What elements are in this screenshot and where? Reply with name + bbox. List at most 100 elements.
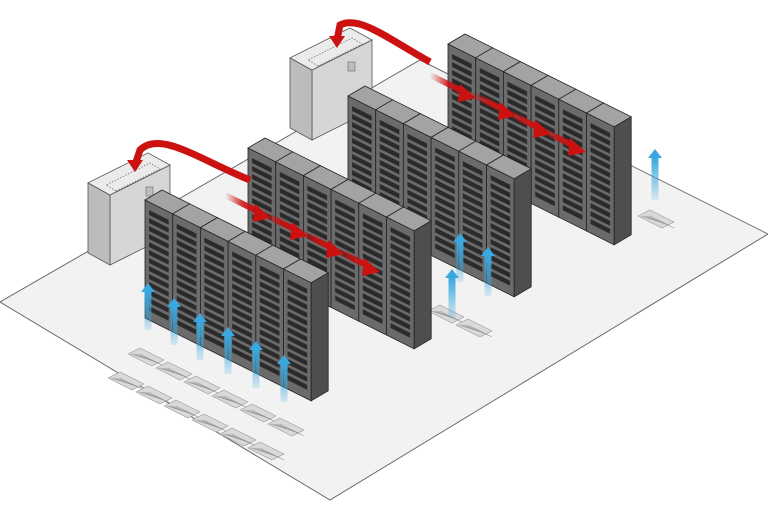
server-slot xyxy=(390,314,411,331)
server-slot xyxy=(362,284,383,301)
server-rows xyxy=(144,33,633,402)
server-slot xyxy=(204,253,225,269)
server-slot xyxy=(407,173,428,189)
cold-air-arrows xyxy=(141,149,662,402)
server-slot xyxy=(279,235,300,251)
server-slot xyxy=(251,197,272,214)
server-slot xyxy=(479,131,500,147)
server-slot xyxy=(204,301,225,317)
server-slot xyxy=(590,202,611,219)
vent-slot xyxy=(231,433,257,447)
server-slot xyxy=(379,159,400,175)
server-slot xyxy=(434,187,455,203)
server-slot xyxy=(287,310,308,327)
server-slot xyxy=(148,217,169,234)
server-slot xyxy=(407,141,428,157)
server-slot xyxy=(479,107,500,123)
server-slot xyxy=(590,162,611,179)
cold-air-arrow xyxy=(193,313,207,360)
server-rack xyxy=(144,189,191,333)
server-slot xyxy=(434,195,455,211)
server-slot xyxy=(490,238,511,255)
server-slot xyxy=(176,263,197,279)
server-slot xyxy=(259,304,280,321)
cold-air-shaft xyxy=(448,278,456,318)
server-slot xyxy=(176,255,197,271)
server-slot xyxy=(259,336,280,353)
vent-tile xyxy=(135,385,173,405)
hot-air-shaft xyxy=(223,192,261,215)
server-slot xyxy=(434,227,455,243)
server-slot xyxy=(562,156,583,173)
server-slot xyxy=(334,295,355,311)
server-slot xyxy=(490,182,511,199)
vent-tile xyxy=(247,441,285,461)
server-slot xyxy=(462,200,483,217)
server-slot xyxy=(407,157,428,173)
rack-end-panel xyxy=(413,220,432,350)
server-slot xyxy=(490,230,511,247)
server-slot xyxy=(287,286,308,303)
server-rack xyxy=(282,258,330,402)
server-slot xyxy=(379,135,400,151)
vent-slot xyxy=(259,447,285,461)
server-slot xyxy=(451,61,472,78)
server-slot xyxy=(462,216,483,233)
server-slot xyxy=(259,360,280,377)
server-slot xyxy=(148,273,169,290)
hot-air-head xyxy=(458,84,476,102)
server-slot xyxy=(351,129,372,146)
hot-air-arrow xyxy=(538,126,586,156)
rack-end-panel xyxy=(513,168,532,298)
server-slot xyxy=(507,89,528,105)
server-slot xyxy=(279,195,300,211)
vent-tile xyxy=(637,209,675,229)
crac-side xyxy=(289,57,313,141)
server-slot xyxy=(434,155,455,171)
server-slot xyxy=(462,208,483,225)
cold-air-shaft xyxy=(280,364,288,402)
rack-end-panel xyxy=(613,116,632,246)
server-slot xyxy=(434,211,455,227)
server-slot xyxy=(479,67,500,83)
server-slot xyxy=(451,93,472,110)
server-slot xyxy=(176,239,197,255)
server-slot xyxy=(379,119,400,135)
server-slot xyxy=(307,201,328,217)
server-slot xyxy=(507,81,528,97)
server-slot xyxy=(287,326,308,343)
cold-air-shaft xyxy=(196,322,204,360)
server-slot xyxy=(390,250,411,267)
server-rack xyxy=(557,88,605,232)
server-slot xyxy=(534,111,555,127)
server-slot xyxy=(379,151,400,167)
vent-slot xyxy=(195,381,221,395)
server-slot xyxy=(351,137,372,154)
server-slot xyxy=(204,325,225,341)
server-slot xyxy=(562,172,583,189)
server-slot xyxy=(590,178,611,195)
rack-end-panel xyxy=(310,272,329,402)
server-slot xyxy=(204,261,225,277)
vent-tile xyxy=(211,389,249,409)
vent-slot xyxy=(175,405,201,419)
server-slot xyxy=(590,218,611,235)
server-slot xyxy=(390,234,411,251)
vent-slot xyxy=(251,409,277,423)
hot-air-return-duct xyxy=(333,19,432,66)
server-slot xyxy=(176,223,197,239)
cold-air-arrow xyxy=(648,149,662,200)
server-slot xyxy=(590,154,611,171)
server-slot xyxy=(334,231,355,247)
server-slot xyxy=(562,188,583,205)
hot-air-shaft xyxy=(332,246,370,269)
server-slot xyxy=(562,196,583,213)
server-rack xyxy=(485,154,533,298)
vent-tile xyxy=(239,403,277,423)
cold-air-arrow xyxy=(481,247,495,296)
server-slot xyxy=(434,243,455,259)
cold-air-head xyxy=(249,341,263,350)
cold-air-head xyxy=(277,355,291,364)
cold-air-head xyxy=(221,327,235,336)
